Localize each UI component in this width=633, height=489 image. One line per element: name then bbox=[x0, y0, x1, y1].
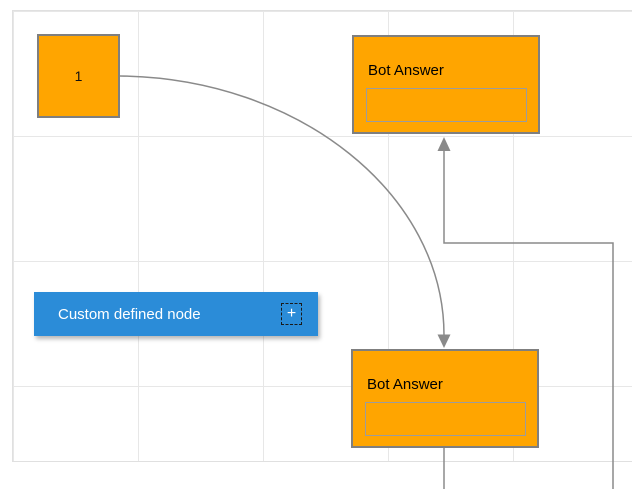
bot-answer-input[interactable] bbox=[366, 88, 527, 122]
node-start[interactable]: 1 bbox=[37, 34, 120, 118]
node-bot-answer-top[interactable]: Bot Answer bbox=[352, 35, 540, 134]
bot-answer-input[interactable] bbox=[365, 402, 526, 436]
add-plus-button[interactable]: + bbox=[281, 303, 302, 325]
custom-node-label: Custom defined node bbox=[58, 305, 201, 323]
node-bot-answer-bottom[interactable]: Bot Answer bbox=[351, 349, 539, 448]
plus-icon: + bbox=[286, 305, 297, 322]
bot-answer-title: Bot Answer bbox=[368, 62, 444, 79]
bot-answer-title: Bot Answer bbox=[367, 376, 443, 393]
node-custom-defined[interactable]: Custom defined node + bbox=[34, 292, 318, 336]
